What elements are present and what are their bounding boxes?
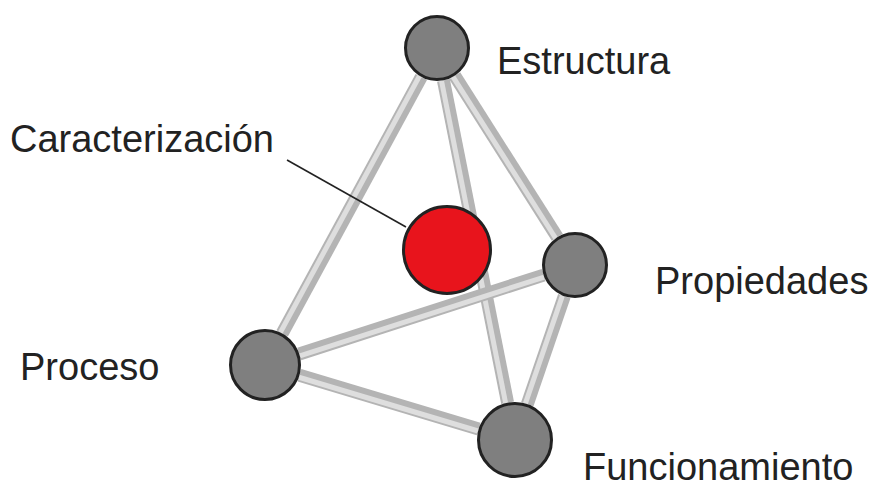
circle-outline bbox=[406, 17, 469, 80]
rod-connector bbox=[280, 76, 421, 333]
circle-shape bbox=[477, 402, 553, 478]
node-label: Propiedades bbox=[655, 260, 868, 304]
rod-connector bbox=[299, 375, 479, 431]
circle-node: Estructura bbox=[404, 15, 470, 81]
circle-node: Propiedades bbox=[542, 232, 608, 298]
node-label: Proceso bbox=[20, 346, 159, 390]
circle-outline bbox=[479, 404, 552, 477]
rod-highlight bbox=[299, 377, 478, 431]
node-label: Funcionamiento bbox=[583, 446, 853, 490]
circle-outline bbox=[231, 331, 300, 400]
circle-shape bbox=[404, 15, 470, 81]
rod-highlight bbox=[280, 76, 419, 332]
circle-outline bbox=[544, 234, 607, 297]
node-label: Estructura bbox=[497, 40, 670, 84]
circle-outline bbox=[404, 207, 491, 294]
highlight-circle-node: Caracterización bbox=[402, 205, 492, 295]
rod-highlight bbox=[300, 277, 544, 356]
rod-connector bbox=[525, 296, 564, 404]
circle-node: Funcionamiento bbox=[477, 402, 553, 478]
node-label: Caracterización bbox=[10, 118, 274, 162]
circle-shape bbox=[542, 232, 608, 298]
rod-highlight bbox=[525, 296, 562, 404]
leader-line bbox=[287, 160, 406, 227]
circle-node: Proceso bbox=[229, 329, 301, 401]
circle-shape bbox=[402, 205, 492, 295]
rod-connector bbox=[299, 275, 544, 356]
circle-shape bbox=[229, 329, 301, 401]
